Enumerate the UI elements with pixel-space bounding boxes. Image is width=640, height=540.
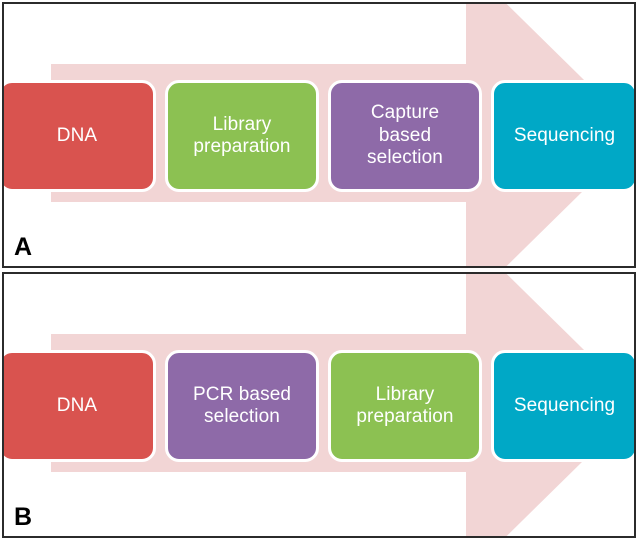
step-label-pcr: PCR based selection — [192, 383, 292, 427]
step-box-library[interactable]: Library preparation — [165, 80, 319, 192]
panel-a: DNA Library preparation Capture based se… — [2, 2, 636, 268]
step-box-sequencing[interactable]: Sequencing — [491, 80, 634, 192]
step-label-library: Library preparation — [356, 383, 454, 427]
step-row-b: DNA PCR based selection Library preparat… — [4, 350, 634, 462]
step-row-a: DNA Library preparation Capture based se… — [4, 80, 634, 192]
step-box-capture[interactable]: Capture based selection — [328, 80, 482, 192]
step-label-dna: DNA — [56, 124, 98, 146]
step-box-dna[interactable]: DNA — [4, 350, 156, 462]
step-label-capture: Capture based selection — [367, 102, 443, 169]
step-box-sequencing[interactable]: Sequencing — [491, 350, 634, 462]
step-label-sequencing: Sequencing — [513, 124, 616, 146]
step-label-library: Library preparation — [193, 113, 291, 157]
step-box-pcr[interactable]: PCR based selection — [165, 350, 319, 462]
step-box-dna[interactable]: DNA — [4, 80, 156, 192]
step-box-library[interactable]: Library preparation — [328, 350, 482, 462]
panel-letter-b: B — [14, 503, 33, 531]
panel-b: DNA PCR based selection Library preparat… — [2, 272, 636, 538]
step-label-dna: DNA — [56, 394, 98, 416]
panel-letter-a: A — [14, 233, 33, 261]
step-label-sequencing: Sequencing — [513, 394, 616, 416]
